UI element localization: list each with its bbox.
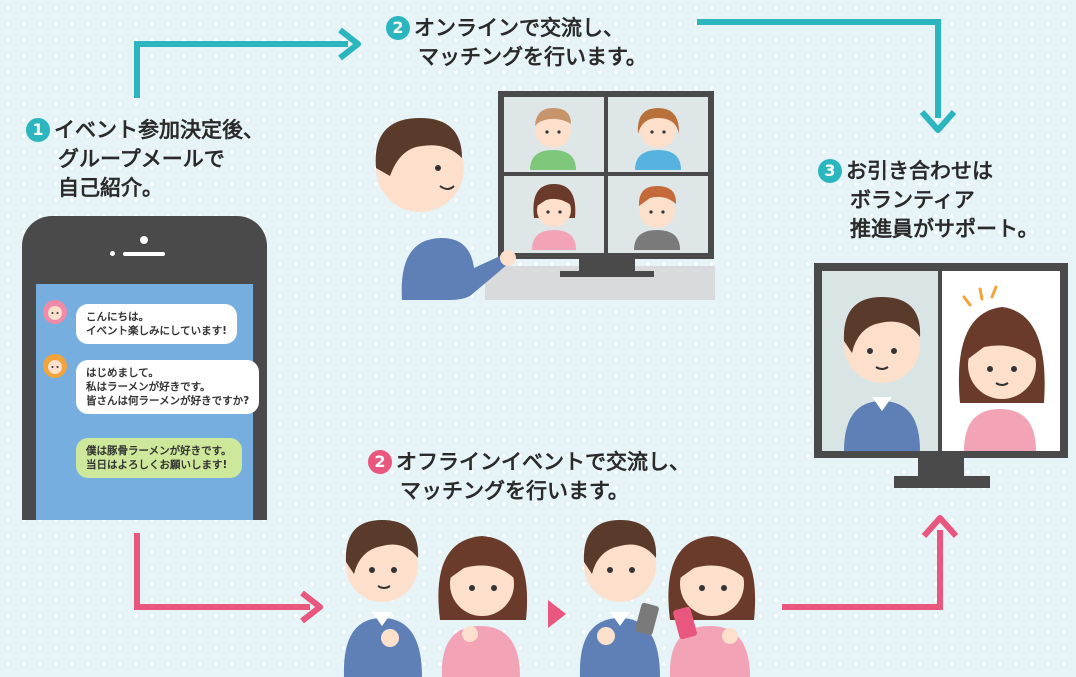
smartphone-pink-icon	[673, 606, 697, 640]
step3-line1: お引き合わせは	[846, 159, 993, 183]
step3-line3: 推進員がサポート。	[850, 217, 1039, 241]
step2-offline-badge: 2	[368, 450, 392, 474]
step1-line1: イベント参加決定後、	[54, 118, 264, 142]
step2-online-badge: 2	[386, 16, 410, 40]
avatar-orange-icon	[43, 354, 67, 378]
arrow-to-offline-head	[300, 590, 323, 624]
smartphone: こんにちは。 イベント楽しみにしています! はじめまして。 私はラーメンが好きで…	[22, 216, 267, 520]
offline-woman-2	[668, 536, 756, 677]
arrow-offline-to-step3-head	[921, 515, 959, 538]
step2-online-line2: マッチングを行います。	[418, 45, 647, 69]
phone-screen: こんにちは。 イベント楽しみにしています! はじめまして。 私はラーメンが好きで…	[36, 284, 260, 520]
chat-message-1: こんにちは。 イベント楽しみにしています!	[76, 304, 237, 344]
phone-speaker-icon	[123, 252, 165, 256]
support-monitor-illustration	[814, 263, 1068, 488]
phone-sensor-icon	[110, 251, 115, 256]
online-meeting-illustration	[375, 91, 715, 300]
arrow-offline-to-step3	[782, 530, 943, 610]
offline-woman-1	[438, 536, 528, 677]
video-participant-2	[635, 108, 681, 170]
arrow-to-step3	[697, 19, 941, 118]
step3-line2: ボランティア	[850, 188, 975, 212]
play-arrow-icon	[548, 600, 566, 628]
arrow-to-online-head	[338, 27, 361, 61]
smartphone-icon	[635, 602, 659, 636]
video-participant-1	[530, 108, 576, 170]
chat-message-3: 僕は豚骨ラーメンが好きです。 当日はよろしくお願いします!	[76, 438, 242, 478]
video-participant-4	[634, 186, 680, 250]
step1-badge: 1	[26, 118, 50, 142]
step3-badge: 3	[818, 159, 842, 183]
support-woman	[958, 285, 1045, 451]
step2-offline-line2: マッチングを行います。	[400, 479, 629, 503]
arrow-to-offline	[134, 533, 310, 610]
video-participant-3	[532, 184, 576, 250]
chat-message-2: はじめまして。 私はラーメンが好きです。 皆さんは何ラーメンが好きですか?	[76, 360, 260, 414]
support-man	[843, 297, 921, 451]
online-man	[375, 118, 516, 300]
step1-line2: グループメールで	[58, 147, 225, 171]
avatar-pink-icon	[43, 300, 67, 324]
step2-online-line1: オンラインで交流し、	[414, 16, 624, 40]
arrow-to-step3-head	[919, 110, 957, 133]
offline-event-illustration	[343, 520, 756, 677]
offline-man-1	[343, 520, 422, 677]
arrow-to-online	[134, 41, 348, 98]
phone-camera-icon	[140, 236, 148, 244]
step1-line3: 自己紹介。	[58, 176, 163, 200]
step2-offline-line1: オフラインイベントで交流し、	[396, 450, 690, 474]
offline-man-2	[579, 520, 660, 677]
